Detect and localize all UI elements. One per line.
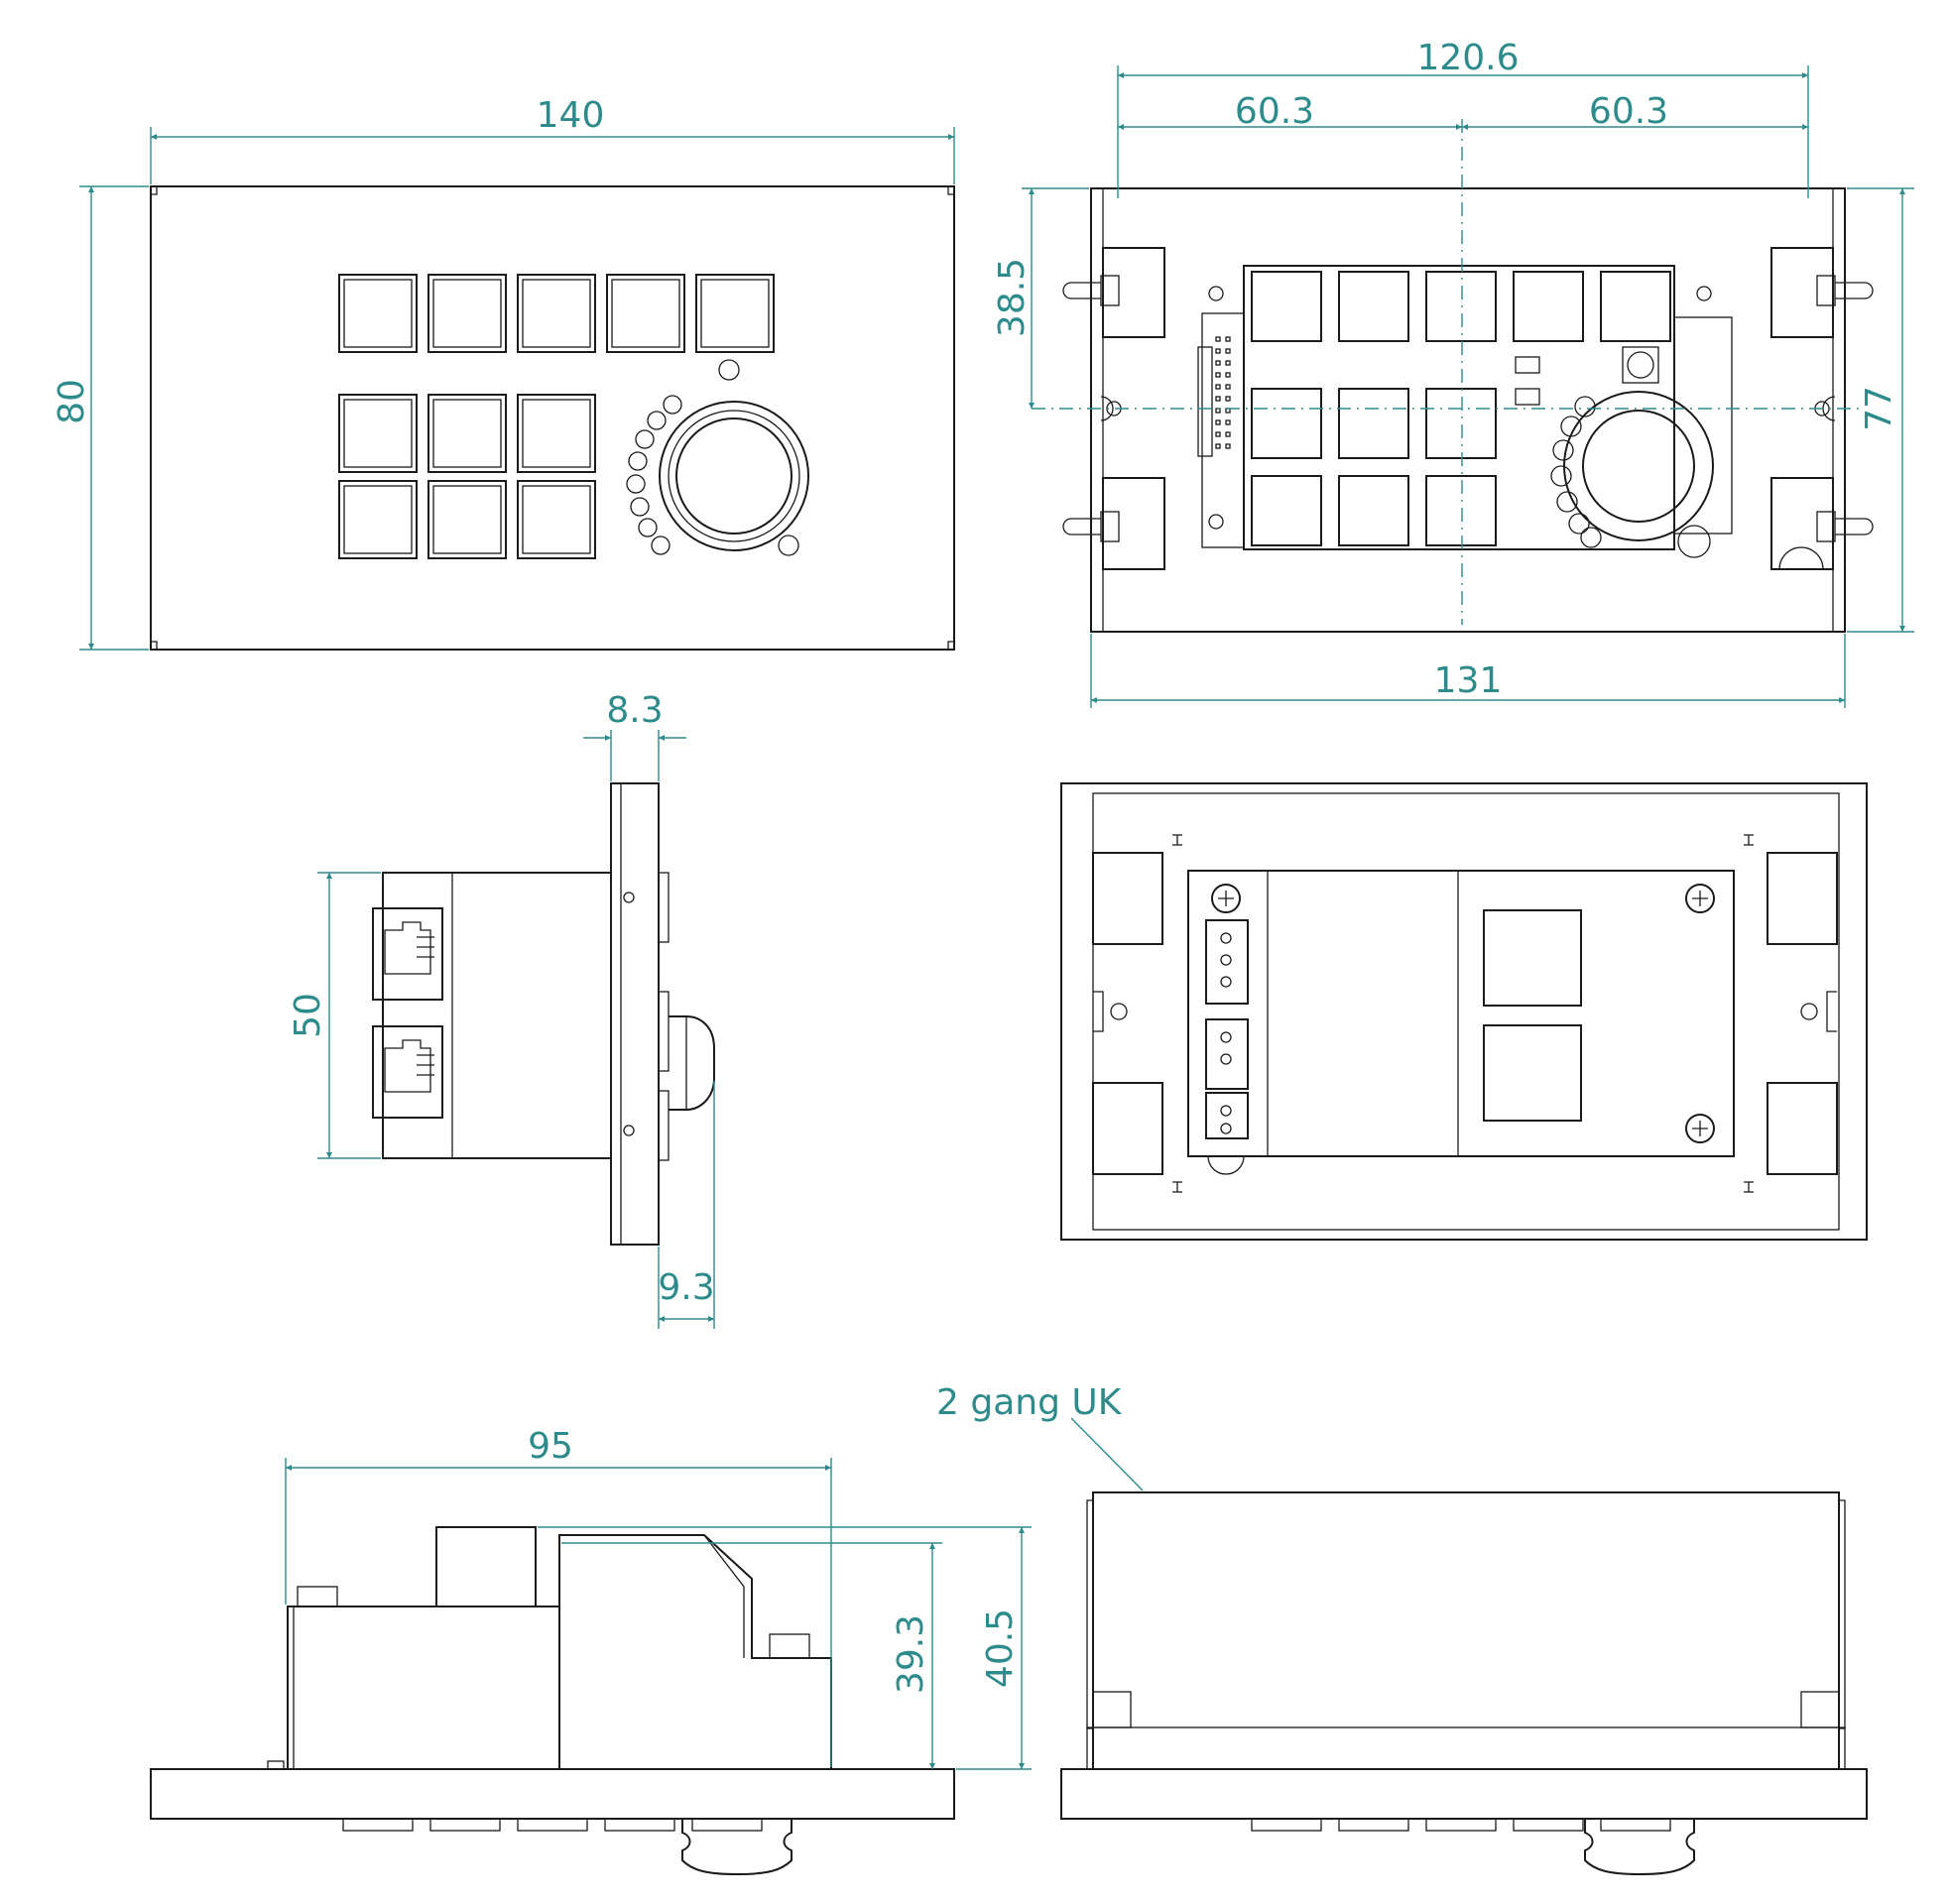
- side-faceplate: [610, 782, 660, 1246]
- dim-profile-h2-text: 40.5: [980, 1608, 1021, 1688]
- backbox-faceplate: [1060, 1768, 1868, 1820]
- dim-back-height: 77: [1847, 187, 1914, 633]
- dim-side-height: 50: [288, 872, 381, 1159]
- dim-side-knob-text: 9.3: [658, 1267, 714, 1308]
- front-view: [150, 185, 955, 651]
- dim-front-width: 140: [150, 95, 955, 184]
- dim-back-right-half-text: 60.3: [1589, 91, 1668, 132]
- rear-pcb: [1187, 870, 1735, 1157]
- side-view: [372, 782, 715, 1246]
- front-faceplate: [150, 185, 955, 651]
- dim-profile-h1-text: 39.3: [891, 1614, 931, 1694]
- side-body: [382, 872, 612, 1159]
- profile-view: [150, 1526, 955, 1876]
- back-pcb: [1197, 265, 1733, 550]
- front-keypad-grid: [338, 394, 596, 559]
- back-encoder: [1515, 346, 1714, 558]
- dim-back-width-text: 131: [1434, 660, 1503, 701]
- callout-gang-note-text: 2 gang UK: [936, 1382, 1123, 1423]
- rear-panel-view: [1060, 782, 1868, 1241]
- back-view: [1032, 119, 1874, 633]
- front-led-ring: [626, 395, 682, 555]
- rear-rj45-upper: [1483, 909, 1582, 1007]
- back-switch-modules: [1251, 271, 1671, 546]
- side-rj45-lower: [372, 1025, 443, 1119]
- front-rotary-knob: [659, 401, 809, 551]
- dim-back-overall-text: 120.6: [1416, 38, 1519, 78]
- dim-profile-h1: 39.3: [561, 1542, 942, 1769]
- back-centerlines: [1032, 119, 1865, 625]
- profile-housing-left: [287, 1606, 560, 1770]
- profile-knob: [681, 1818, 793, 1876]
- dim-back-width: 131: [1090, 634, 1846, 708]
- dim-front-width-text: 140: [537, 95, 605, 136]
- dim-profile-depth-text: 95: [528, 1426, 573, 1467]
- dim-back-upper-text: 38.5: [992, 258, 1033, 337]
- front-keypad-top-row: [338, 274, 775, 353]
- dim-profile-depth: 95: [285, 1426, 832, 1767]
- front-indicator-led-bottom: [778, 535, 799, 556]
- profile-connector-block: [435, 1526, 537, 1607]
- backbox-profile-view: [1060, 1491, 1868, 1876]
- dim-back-halves: 60.3 60.3: [1118, 91, 1808, 132]
- dim-side-plate: 8.3: [583, 690, 686, 781]
- back-frame: [1090, 187, 1846, 633]
- dim-side-height-text: 50: [288, 993, 328, 1038]
- dim-side-knob: 9.3: [658, 1081, 715, 1329]
- rear-rj45-lower: [1483, 1024, 1582, 1122]
- dim-front-height: 80: [52, 185, 149, 651]
- side-rj45-upper: [372, 907, 443, 1001]
- profile-faceplate: [150, 1768, 955, 1820]
- rear-outer-frame: [1060, 782, 1868, 1241]
- dim-back-overall: 120.6: [1117, 38, 1809, 198]
- dim-back-left-half-text: 60.3: [1235, 91, 1314, 132]
- rear-screws: [1211, 884, 1715, 1143]
- dim-profile-h2: 40.5: [538, 1526, 1032, 1770]
- backbox-button-caps: [1251, 1818, 1671, 1832]
- front-indicator-led-top: [718, 359, 740, 381]
- dim-back-height-text: 77: [1859, 386, 1899, 431]
- callout-gang-note: 2 gang UK: [936, 1382, 1144, 1491]
- profile-button-caps: [342, 1818, 763, 1832]
- dim-back-upper: 38.5: [992, 187, 1089, 409]
- backbox-knob: [1584, 1818, 1695, 1876]
- rear-terminal-blocks: [1205, 919, 1249, 1139]
- dim-side-plate-text: 8.3: [606, 690, 663, 731]
- dim-front-height-text: 80: [52, 379, 92, 424]
- profile-housing-right: [558, 1534, 832, 1770]
